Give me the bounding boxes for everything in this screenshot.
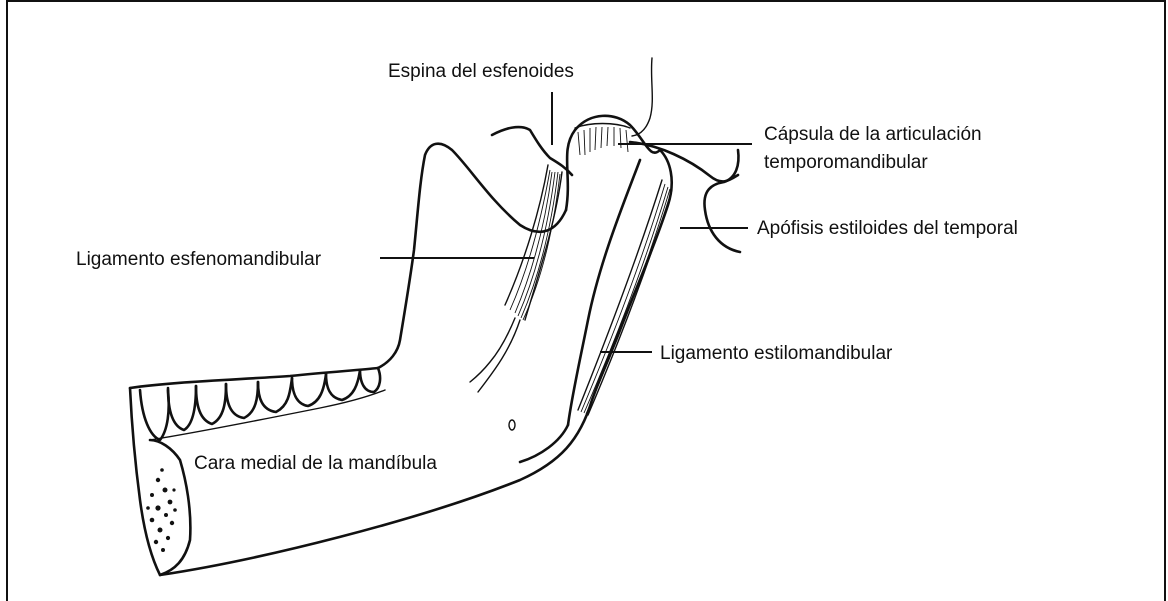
label-apofisis-estiloides: Apófisis estiloides del temporal [757, 218, 1018, 239]
mandibular-foramen [509, 420, 515, 430]
mandible-illustration [130, 116, 672, 575]
cancellous-bone [146, 468, 177, 552]
tooth [226, 382, 258, 418]
condyle [566, 116, 660, 210]
mandible-outline [160, 150, 672, 575]
tooth [168, 386, 196, 430]
alveolar-ridge [130, 368, 378, 388]
tooth [258, 378, 292, 412]
alveolar-inner-edge [150, 390, 385, 440]
tooth [292, 374, 326, 406]
label-cara-medial: Cara medial de la mandíbula [194, 453, 437, 474]
tmj-capsule [575, 124, 630, 156]
tooth [196, 384, 226, 424]
tooth [360, 368, 380, 392]
labels: Espina del esfenoides Cápsula de la arti… [76, 61, 1018, 474]
label-capsula-line2: temporomandibular [764, 152, 928, 173]
coronoid-process [378, 144, 566, 368]
cut-section-outline [130, 388, 190, 575]
mylohyoid-line [478, 320, 520, 392]
temporal-line [632, 58, 652, 136]
sphenomandibular-ligament [470, 165, 562, 382]
label-ligamento-estilomandibular: Ligamento estilomandibular [660, 343, 893, 364]
tooth [326, 370, 360, 400]
temporal-bone-outline [704, 150, 740, 252]
ramus-anterior-border [520, 425, 568, 462]
label-capsula-line1: Cápsula de la articulación [764, 124, 982, 145]
ramus-inner-line [568, 160, 640, 425]
label-espina-del-esfenoides: Espina del esfenoides [388, 61, 574, 82]
sphenoid-spine-outline [492, 127, 572, 175]
leader-lines [380, 92, 752, 352]
tooth [140, 390, 169, 440]
label-ligamento-esfenomandibular: Ligamento esfenomandibular [76, 249, 322, 270]
